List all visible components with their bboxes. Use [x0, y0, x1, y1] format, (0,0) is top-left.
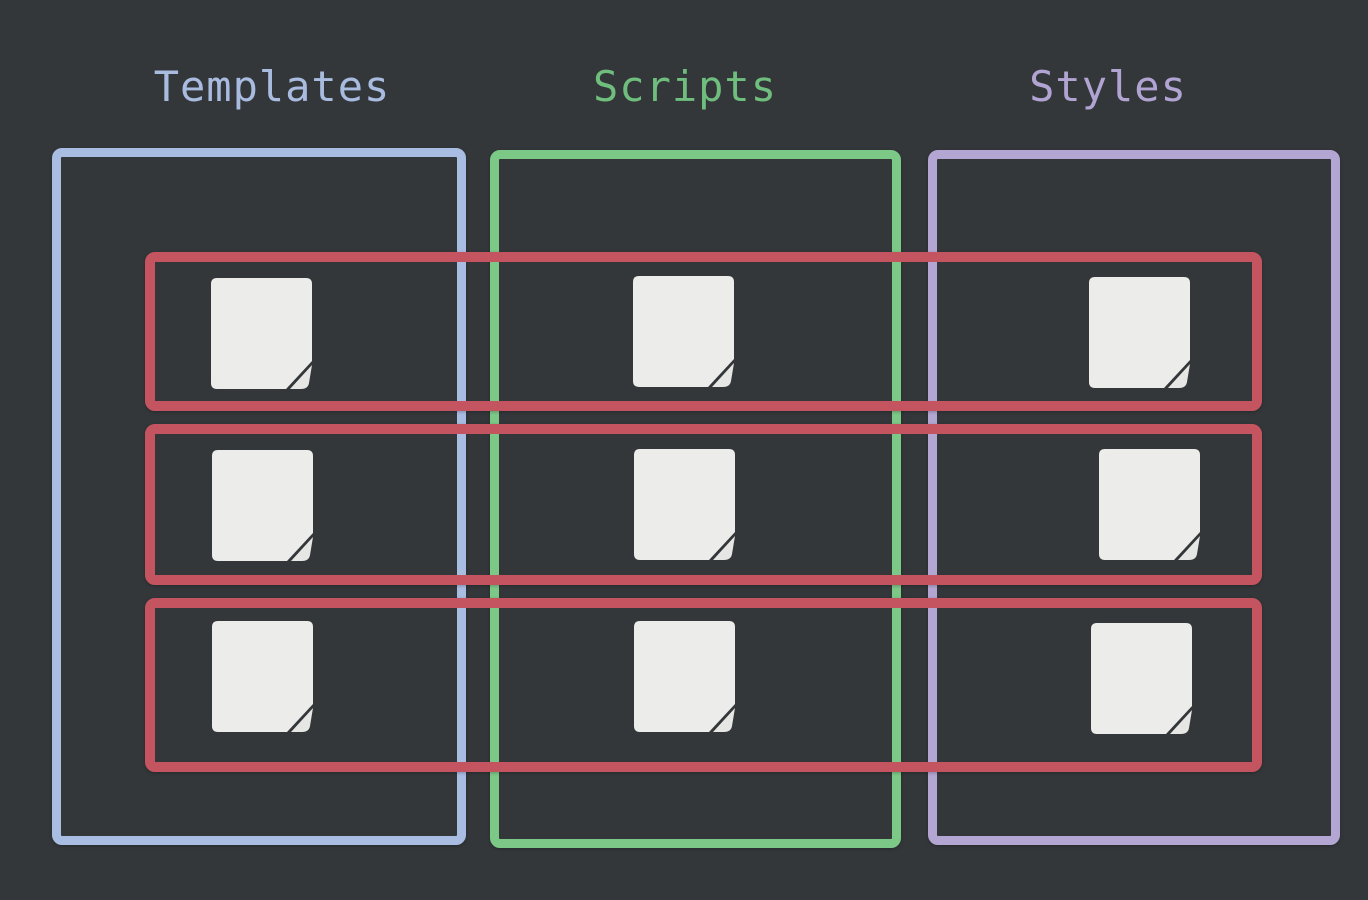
feature-row-box-1 [145, 252, 1262, 411]
file-icon [1090, 622, 1193, 735]
file-icon [633, 620, 736, 733]
templates-column-box [52, 148, 466, 845]
file-icon [633, 448, 736, 561]
feature-row-box-2 [145, 424, 1262, 585]
file-icon [1098, 448, 1201, 561]
column-label-scripts: Scripts [592, 62, 778, 111]
column-label-styles: Styles [1029, 62, 1187, 111]
column-label-templates: Templates [153, 62, 391, 111]
file-icon [1088, 276, 1191, 389]
file-icon [632, 275, 735, 388]
scripts-column-box [490, 150, 901, 848]
feature-row-box-3 [145, 598, 1262, 772]
file-icon [211, 620, 314, 733]
styles-column-box [928, 150, 1340, 845]
file-icon [211, 449, 314, 562]
file-icon [210, 277, 313, 390]
